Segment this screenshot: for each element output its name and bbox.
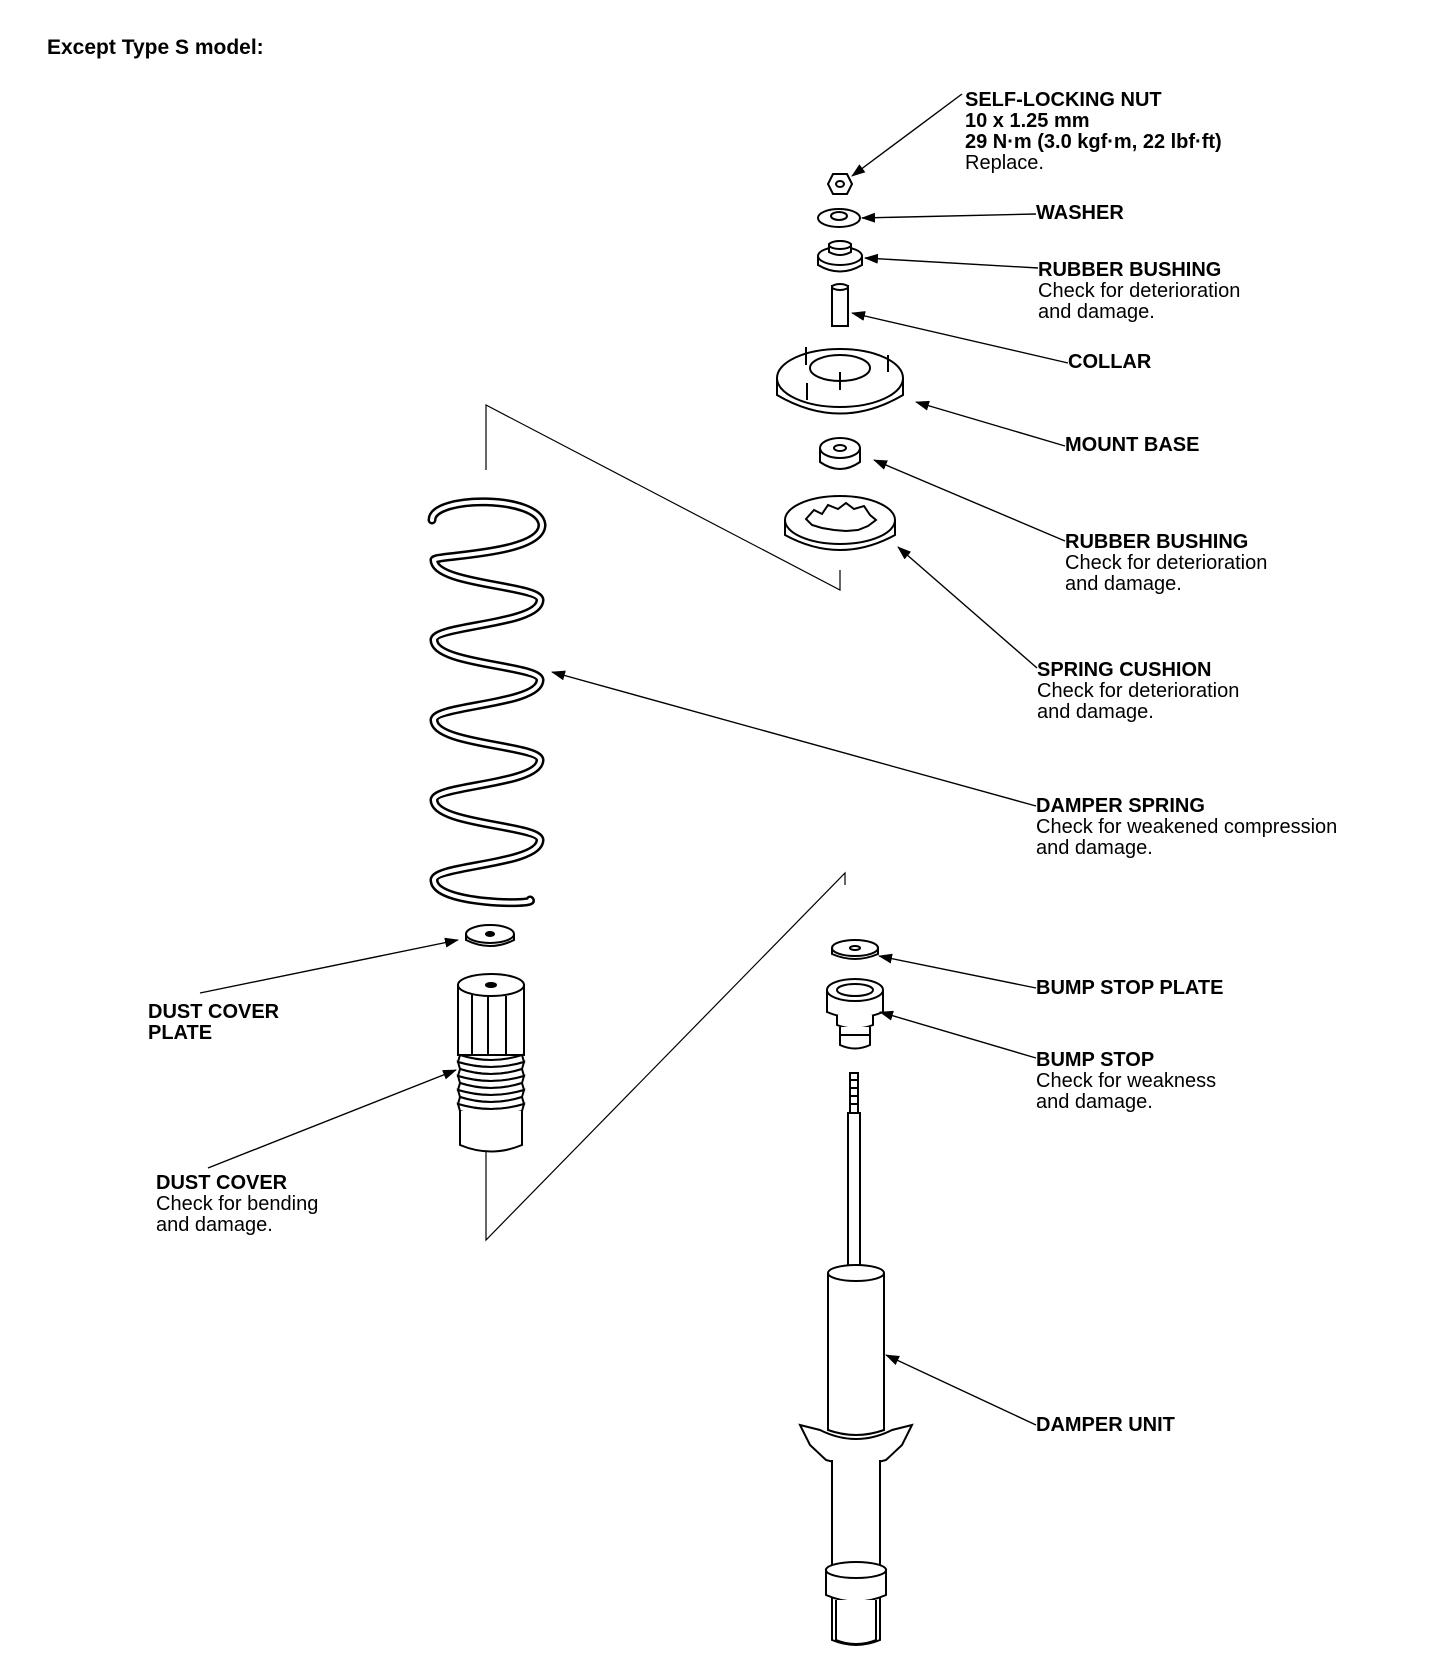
callout-spec-torque: 29 N·m (3.0 kgf·m, 22 lbf·ft) [965, 131, 1222, 153]
callout-title: MOUNT BASE [1065, 434, 1200, 456]
callout-title-line2: PLATE [148, 1022, 213, 1044]
callout-rubber-bushing-lower: RUBBER BUSHING Check for deterioration a… [1065, 532, 1267, 595]
callout-washer: WASHER [1036, 203, 1124, 224]
leader-arrows [199, 93, 1069, 1426]
callout-title-line1: DUST COVER [148, 1001, 280, 1023]
callout-note: Replace. [965, 152, 1044, 174]
callout-self-locking-nut: SELF-LOCKING NUT 10 x 1.25 mm 29 N·m (3.… [965, 90, 1222, 174]
callout-damper-spring: DAMPER SPRING Check for weakened compres… [1036, 796, 1337, 859]
callout-title: RUBBER BUSHING [1038, 259, 1222, 281]
callout-title: DAMPER SPRING [1036, 795, 1205, 817]
callout-note-line2: and damage. [156, 1214, 273, 1236]
callout-note-line1: Check for weakened compression [1036, 816, 1338, 838]
spring-cushion-part [784, 495, 896, 551]
mount-base-part [776, 347, 904, 415]
assembly-guide-lines [485, 404, 846, 1242]
callout-title: WASHER [1036, 202, 1124, 224]
collar-part [831, 283, 849, 327]
callout-spec-size: 10 x 1.25 mm [965, 110, 1090, 132]
bump-stop-part [826, 978, 884, 1050]
rubber-bushing-upper-part [817, 240, 863, 273]
callout-title: SELF-LOCKING NUT [965, 89, 1162, 111]
callout-dust-cover-plate: DUST COVER PLATE [148, 1002, 279, 1044]
callout-note-line2: and damage. [1036, 1091, 1153, 1113]
callout-bump-stop-plate: BUMP STOP PLATE [1036, 978, 1223, 999]
callout-collar: COLLAR [1068, 352, 1151, 373]
callout-spring-cushion: SPRING CUSHION Check for deterioration a… [1037, 660, 1239, 723]
dust-cover-plate-part [465, 924, 515, 947]
callout-title: SPRING CUSHION [1037, 659, 1212, 681]
callout-note-line2: and damage. [1036, 837, 1153, 859]
callout-title: RUBBER BUSHING [1065, 531, 1249, 553]
callout-note-line2: and damage. [1065, 573, 1182, 595]
callout-note-line2: and damage. [1038, 301, 1155, 323]
callout-title: DUST COVER [156, 1172, 288, 1194]
callout-rubber-bushing-upper: RUBBER BUSHING Check for deterioration a… [1038, 260, 1240, 323]
page-heading: Except Type S model: [47, 36, 264, 59]
damper-spring-inner [430, 499, 544, 905]
callout-title: DAMPER UNIT [1036, 1414, 1175, 1436]
callout-title: BUMP STOP PLATE [1036, 977, 1224, 999]
callout-bump-stop: BUMP STOP Check for weakness and damage. [1036, 1050, 1216, 1113]
callout-title: COLLAR [1068, 351, 1152, 373]
callout-note-line2: and damage. [1037, 701, 1154, 723]
callout-note-line1: Check for bending [156, 1193, 319, 1215]
callout-title: BUMP STOP [1036, 1049, 1155, 1071]
washer-part [817, 208, 861, 228]
callout-note-line1: Check for deterioration [1037, 680, 1240, 702]
callout-damper-unit: DAMPER UNIT [1036, 1415, 1175, 1436]
callout-note-line1: Check for deterioration [1065, 552, 1268, 574]
bump-stop-plate-part [831, 939, 879, 960]
callout-mount-base: MOUNT BASE [1065, 435, 1199, 456]
dust-cover-part [456, 973, 526, 1153]
callout-note-line1: Check for weakness [1036, 1070, 1217, 1092]
self-locking-nut-part [826, 173, 854, 195]
rubber-bushing-lower-part [819, 437, 861, 470]
callout-dust-cover: DUST COVER Check for bending and damage. [156, 1173, 318, 1236]
damper-unit-part [798, 1072, 914, 1646]
callout-note-line1: Check for deterioration [1038, 280, 1241, 302]
